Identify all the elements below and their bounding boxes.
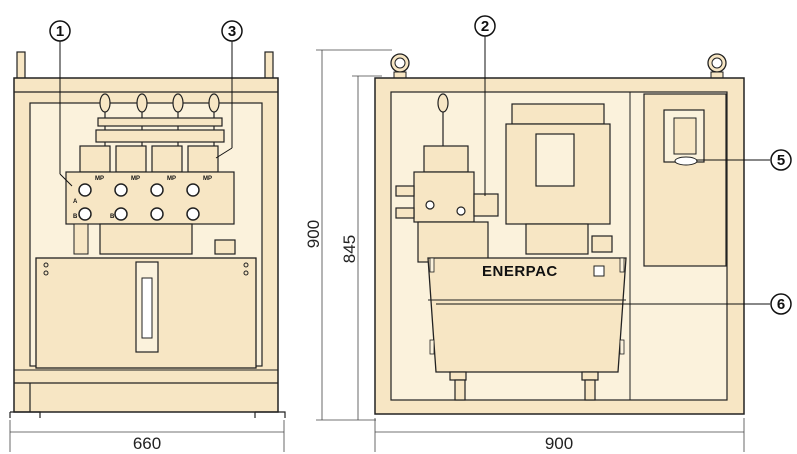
tank-legs <box>449 371 599 401</box>
reservoir-tank: ENERPAC <box>427 257 627 373</box>
valve-port-labels: MP MP MP MP A B B <box>73 176 212 220</box>
lifting-eye-left <box>390 53 410 79</box>
svg-text:3: 3 <box>228 23 236 40</box>
svg-text:1: 1 <box>56 23 64 40</box>
callout-5: 5 <box>696 149 792 171</box>
svg-text:B: B <box>110 214 115 220</box>
oil-filler-cap <box>214 239 236 255</box>
valve-bodies <box>65 145 235 225</box>
brand-label: ENERPAC <box>482 263 558 280</box>
svg-text:900: 900 <box>545 434 573 453</box>
callout-3: 3 <box>215 20 243 159</box>
svg-text:900: 900 <box>304 220 323 248</box>
svg-text:A: A <box>73 199 78 205</box>
dimension-heights: 900 845 <box>304 49 392 421</box>
front-view: ENERPAC 2 5 6 <box>374 15 792 453</box>
dimension-left-width: 660 <box>9 420 285 453</box>
svg-text:MP: MP <box>95 176 104 182</box>
svg-text:MP: MP <box>131 176 140 182</box>
lifting-eye-right <box>707 53 727 79</box>
valve-handles <box>95 93 225 150</box>
svg-text:5: 5 <box>777 152 785 169</box>
svg-text:MP: MP <box>203 176 212 182</box>
svg-text:MP: MP <box>167 176 176 182</box>
svg-text:845: 845 <box>340 235 359 263</box>
callout-6: 6 <box>436 293 792 315</box>
callout-1: 1 <box>49 20 73 187</box>
svg-text:2: 2 <box>481 18 489 35</box>
directional-valve <box>395 93 499 263</box>
brand-logo <box>593 265 605 277</box>
svg-text:6: 6 <box>777 296 785 313</box>
dimension-right-width: 900 <box>374 418 745 453</box>
svg-text:B: B <box>73 214 78 220</box>
electric-motor <box>505 103 613 255</box>
valve-ports <box>78 183 200 221</box>
side-view: MP MP MP MP A B B 1 3 <box>9 20 286 453</box>
manifold-block <box>99 223 193 255</box>
callout-2: 2 <box>474 15 496 196</box>
svg-text:660: 660 <box>133 434 161 453</box>
